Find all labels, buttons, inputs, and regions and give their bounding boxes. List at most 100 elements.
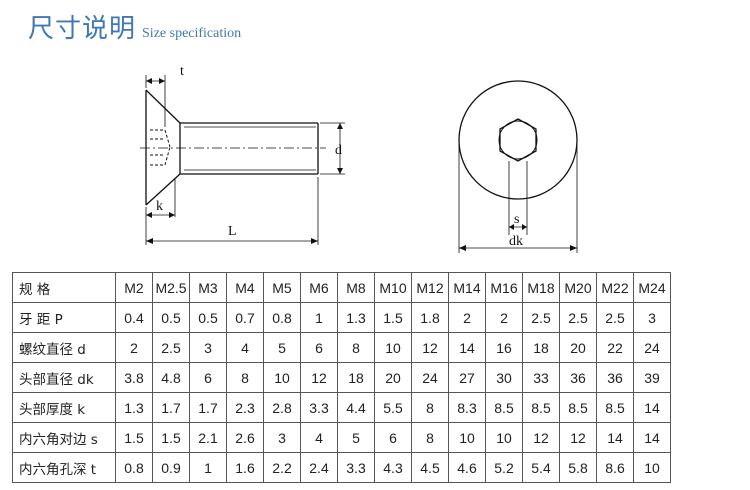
table-cell: 5 [263, 332, 301, 363]
table-cell: 8 [411, 422, 449, 453]
table-cell: 24 [411, 362, 449, 393]
table-cell: 12 [300, 362, 338, 393]
table-cell: 1.6 [226, 452, 264, 483]
table-cell: 5.8 [559, 452, 597, 483]
column-header: M14 [448, 272, 486, 303]
table-cell: 4.5 [411, 452, 449, 483]
table-cell: 2.5 [596, 302, 634, 333]
table-cell: 3.3 [300, 392, 338, 423]
table-cell: 1.8 [411, 302, 449, 333]
table-cell: 4.3 [374, 452, 412, 483]
column-header: M5 [263, 272, 301, 303]
table-cell: 3 [633, 302, 671, 333]
table-cell: 2.5 [522, 302, 560, 333]
screw-technical-drawing: t k L d s dk [140, 64, 578, 253]
table-cell: 2.1 [189, 422, 227, 453]
table-cell: 30 [485, 362, 523, 393]
table-cell: 5 [337, 422, 375, 453]
column-header: M8 [337, 272, 375, 303]
table-cell: 1 [300, 302, 338, 333]
column-header: M24 [633, 272, 671, 303]
row-label: 头部直径 dk [12, 362, 116, 393]
column-header: M22 [596, 272, 634, 303]
table-cell: 4.8 [152, 362, 190, 393]
table-cell: 1.3 [337, 302, 375, 333]
table-cell: 18 [337, 362, 375, 393]
table-cell: 2.5 [559, 302, 597, 333]
table-cell: 14 [633, 422, 671, 453]
end-view [458, 80, 578, 253]
table-cell: 4.4 [337, 392, 375, 423]
table-cell: 2.3 [226, 392, 264, 423]
label-d: d [335, 143, 342, 158]
table-cell: 2 [485, 302, 523, 333]
table-cell: 8.3 [448, 392, 486, 423]
table-cell: 3.3 [337, 452, 375, 483]
table-cell: 3.8 [115, 362, 153, 393]
side-view [140, 75, 345, 245]
column-header: M16 [485, 272, 523, 303]
title-english: Size specification [142, 26, 242, 41]
label-dk: dk [509, 234, 523, 249]
table-cell: 10 [448, 422, 486, 453]
table-cell: 0.8 [263, 302, 301, 333]
table-cell: 10 [374, 332, 412, 363]
row-label: 内六角对边 s [12, 422, 116, 453]
table-cell: 2.8 [263, 392, 301, 423]
table-cell: 1 [189, 452, 227, 483]
table-cell: 0.7 [226, 302, 264, 333]
table-cell: 0.9 [152, 452, 190, 483]
table-cell: 8.5 [522, 392, 560, 423]
table-cell: 6 [300, 332, 338, 363]
table-cell: 8.5 [596, 392, 634, 423]
table-cell: 20 [559, 332, 597, 363]
table-cell: 14 [596, 422, 634, 453]
table-cell: 1.3 [115, 392, 153, 423]
table-cell: 10 [263, 362, 301, 393]
table-cell: 1.5 [374, 302, 412, 333]
table-cell: 12 [522, 422, 560, 453]
column-header: M12 [411, 272, 449, 303]
table-cell: 8.6 [596, 452, 634, 483]
table-cell: 2 [115, 332, 153, 363]
row-label: 牙 距 P [12, 302, 116, 333]
table-cell: 8.5 [559, 392, 597, 423]
table-cell: 22 [596, 332, 634, 363]
table-cell: 36 [559, 362, 597, 393]
table-cell: 1.7 [152, 392, 190, 423]
table-cell: 0.5 [189, 302, 227, 333]
table-cell: 8 [337, 332, 375, 363]
table-cell: 2 [448, 302, 486, 333]
table-cell: 1.7 [189, 392, 227, 423]
table-cell: 12 [411, 332, 449, 363]
table-header-row: 规 格 M2 M2.5 M3 M4 M5 M6 M8 M10 M12 M14 M… [12, 272, 671, 303]
column-header: M3 [189, 272, 227, 303]
table-cell: 8.5 [485, 392, 523, 423]
title-chinese: 尺寸说明 [28, 14, 137, 44]
label-L: L [228, 224, 237, 239]
table-cell: 16 [485, 332, 523, 363]
table-cell: 3 [263, 422, 301, 453]
table-cell: 2.6 [226, 422, 264, 453]
row-label: 内六角孔深 t [12, 452, 116, 483]
table-cell: 4 [226, 332, 264, 363]
column-header: M18 [522, 272, 560, 303]
table-cell: 5.4 [522, 452, 560, 483]
table-cell: 10 [485, 422, 523, 453]
table-cell: 8 [411, 392, 449, 423]
table-cell: 0.5 [152, 302, 190, 333]
table-cell: 0.8 [115, 452, 153, 483]
table-cell: 1.5 [115, 422, 153, 453]
column-header: M4 [226, 272, 264, 303]
size-spec-table: 规 格 M2 M2.5 M3 M4 M5 M6 M8 M10 M12 M14 M… [12, 272, 671, 483]
table-cell: 33 [522, 362, 560, 393]
table-cell: 12 [559, 422, 597, 453]
table-cell: 24 [633, 332, 671, 363]
table-cell: 2.5 [152, 332, 190, 363]
